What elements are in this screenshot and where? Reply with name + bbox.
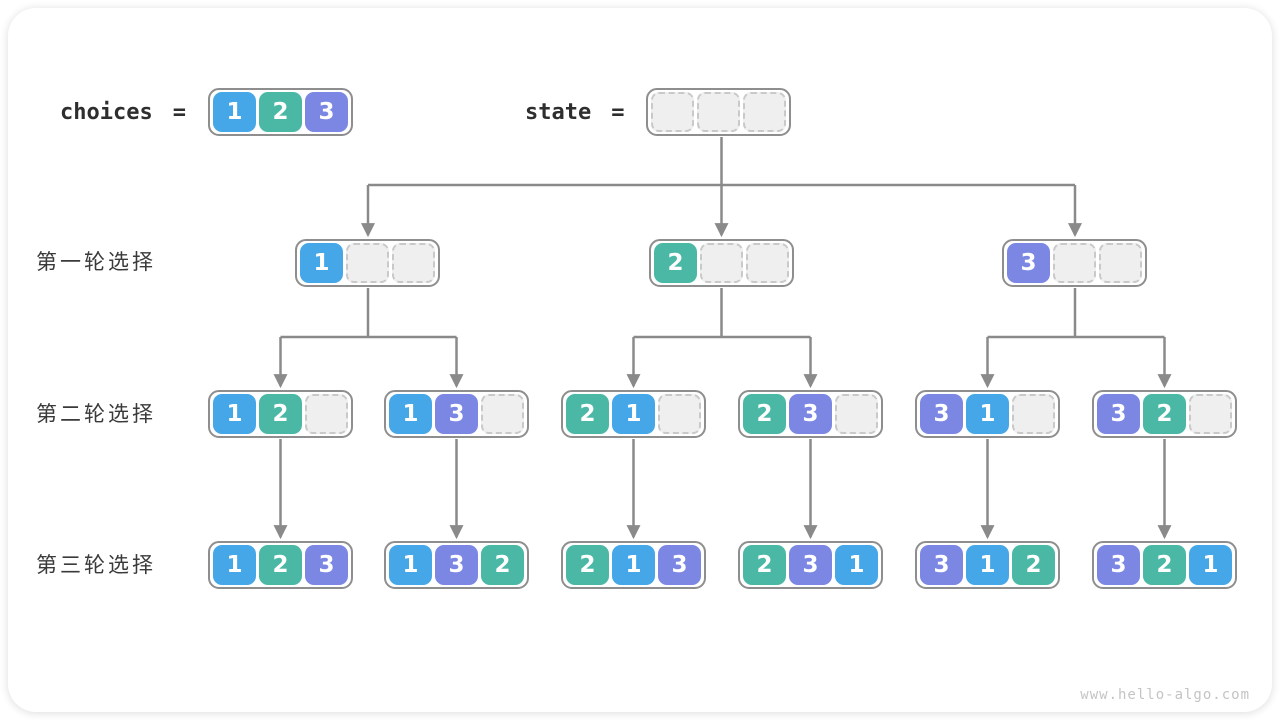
value-cell: 1 xyxy=(966,545,1009,585)
equals-sign: = xyxy=(172,99,186,125)
value-cell: 3 xyxy=(304,92,348,132)
value-cell: 1 xyxy=(389,545,432,585)
value-cell: 1 xyxy=(213,394,256,434)
tree-node: 2 xyxy=(649,239,794,287)
value-cell: 1 xyxy=(300,243,343,283)
value-cell: 3 xyxy=(789,545,832,585)
choices-label: choices xyxy=(60,99,153,125)
value-cell: 2 xyxy=(566,545,609,585)
value-cell: 2 xyxy=(481,545,524,585)
value-cell: 2 xyxy=(654,243,697,283)
value-cell: 2 xyxy=(258,92,302,132)
value-cell: 3 xyxy=(305,545,348,585)
equals-sign: = xyxy=(611,99,625,125)
empty-cell xyxy=(743,92,787,132)
empty-cell xyxy=(651,92,695,132)
value-cell: 3 xyxy=(435,394,478,434)
empty-cell xyxy=(700,243,743,283)
value-cell: 2 xyxy=(1143,394,1186,434)
value-cell: 1 xyxy=(1189,545,1232,585)
state-legend: state = xyxy=(525,88,792,136)
empty-cell xyxy=(697,92,741,132)
empty-cell xyxy=(658,394,701,434)
empty-cell xyxy=(746,243,789,283)
value-cell: 1 xyxy=(966,394,1009,434)
value-cell: 3 xyxy=(1007,243,1050,283)
tree-node: 1 xyxy=(295,239,440,287)
value-cell: 3 xyxy=(1097,394,1140,434)
empty-cell xyxy=(1053,243,1096,283)
value-cell: 1 xyxy=(835,545,878,585)
row-label-round-2: 第二轮选择 xyxy=(36,402,156,426)
empty-cell xyxy=(346,243,389,283)
value-cell: 2 xyxy=(1012,545,1055,585)
value-cell: 3 xyxy=(920,545,963,585)
state-label: state xyxy=(525,99,592,125)
value-cell: 3 xyxy=(789,394,832,434)
row-label-round-3: 第三轮选择 xyxy=(36,553,156,577)
empty-cell xyxy=(835,394,878,434)
value-cell: 1 xyxy=(213,545,256,585)
value-cell: 2 xyxy=(1143,545,1186,585)
empty-cell xyxy=(481,394,524,434)
tree-node: 3 xyxy=(1002,239,1147,287)
value-cell: 3 xyxy=(658,545,701,585)
value-cell: 2 xyxy=(743,394,786,434)
empty-cell xyxy=(1189,394,1232,434)
value-cell: 2 xyxy=(259,545,302,585)
value-cell: 1 xyxy=(612,545,655,585)
value-cell: 1 xyxy=(212,92,256,132)
value-cell: 3 xyxy=(920,394,963,434)
value-cell: 2 xyxy=(259,394,302,434)
empty-cell xyxy=(1012,394,1055,434)
row-label-round-1: 第一轮选择 xyxy=(36,250,156,274)
value-cell: 2 xyxy=(566,394,609,434)
value-cell: 1 xyxy=(612,394,655,434)
value-cell: 3 xyxy=(435,545,478,585)
value-cell: 2 xyxy=(743,545,786,585)
state-box xyxy=(646,88,792,136)
empty-cell xyxy=(305,394,348,434)
empty-cell xyxy=(392,243,435,283)
value-cell: 1 xyxy=(389,394,432,434)
site-watermark: www.hello-algo.com xyxy=(1080,687,1250,703)
value-cell: 3 xyxy=(1097,545,1140,585)
empty-cell xyxy=(1099,243,1142,283)
